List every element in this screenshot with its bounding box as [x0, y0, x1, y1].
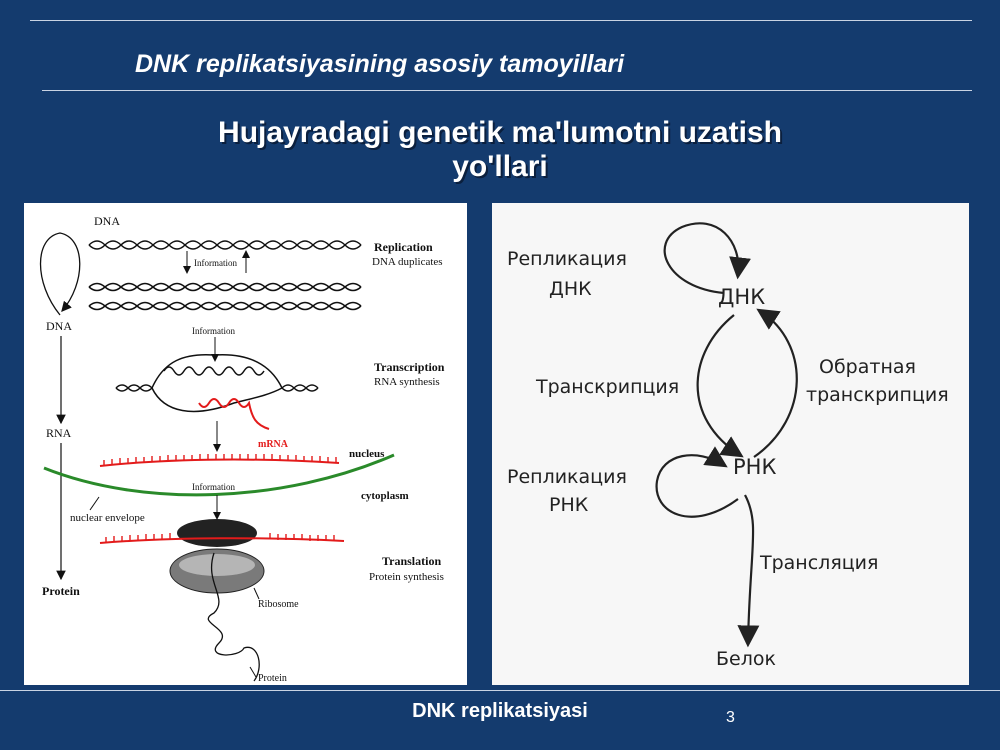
protein-pointer	[249, 666, 257, 678]
protein-chain	[207, 552, 260, 682]
side-label-protein: Protein	[42, 584, 80, 598]
replication-title: Replication	[374, 240, 433, 254]
information-label-3: Information	[192, 482, 235, 492]
rna-replication-loop	[655, 446, 739, 518]
mrna-strand-transcribing	[198, 398, 270, 430]
replication-dna-label-1: Репликация	[507, 248, 627, 270]
nucleus-label: nucleus	[349, 448, 385, 460]
dna-top-label: DNA	[94, 214, 120, 228]
information-label-2: Information	[192, 326, 235, 336]
central-dogma-diagram-en-svg: DNA RNA Protein DNA Information Replicat…	[40, 214, 445, 684]
subtitle-rule	[42, 90, 972, 91]
central-dogma-diagram-ru-svg: Репликация ДНК ДНК Транскрипция Обратная…	[507, 222, 949, 670]
transcription-arrow	[696, 314, 744, 458]
central-dogma-diagram-ru: Репликация ДНК ДНК Транскрипция Обратная…	[492, 203, 969, 685]
transcription-title: Transcription	[374, 360, 445, 374]
slide-title-line-2: yo'llari	[452, 150, 548, 183]
footer-rule	[0, 690, 1000, 691]
translation-subtitle: Protein synthesis	[369, 571, 444, 583]
cytoplasm-label: cytoplasm	[361, 490, 409, 502]
footer-title: DNK replikatsiyasi	[412, 700, 588, 722]
rna-node-label: РНК	[733, 455, 776, 479]
transcription-label: Транскрипция	[535, 376, 679, 398]
replication-dna-label-2: ДНК	[549, 278, 592, 300]
reverse-transcription-arrow	[753, 308, 798, 458]
page-number: 3	[726, 709, 735, 726]
side-replication-loop	[40, 232, 81, 316]
reverse-transcription-label-2: транскрипция	[806, 384, 949, 406]
replication-subtitle: DNA duplicates	[372, 256, 443, 268]
ribosome-pointer	[253, 587, 260, 600]
translation-arrow	[737, 494, 760, 648]
dna-daughter-helix-1	[88, 282, 362, 292]
mrna-nucleus	[99, 454, 340, 467]
translation-label: Трансляция	[759, 552, 878, 574]
ribosome-large-subunit	[177, 519, 257, 547]
slide-subtitle: DNK replikatsiyasining asosiy tamoyillar…	[135, 50, 625, 78]
information-label-1: Information	[194, 258, 237, 268]
dna-parent-helix	[88, 240, 362, 250]
dna-replication-loop	[663, 222, 751, 295]
mrna-translating	[99, 533, 345, 544]
slide-title-line-1: Hujayradagi genetik ma'lumotni uzatish	[218, 116, 782, 149]
dna-daughter-helix-2	[88, 301, 362, 311]
ribosome-label: Ribosome	[258, 599, 299, 610]
mrna-label: mRNA	[258, 439, 289, 450]
slide-title: Hujayradagi genetik ma'lumotni uzatish y…	[0, 116, 1000, 184]
side-label-dna: DNA	[46, 319, 72, 333]
transcription-subtitle: RNA synthesis	[374, 376, 440, 388]
side-label-rna: RNA	[46, 426, 72, 440]
nuclear-envelope-pointer	[89, 496, 100, 511]
dna-node-label: ДНК	[718, 285, 765, 309]
protein-bottom-label: Protein	[258, 673, 287, 684]
transcription-bubble	[115, 353, 319, 413]
central-dogma-diagram-en: DNA RNA Protein DNA Information Replicat…	[24, 203, 467, 685]
top-rule	[30, 20, 972, 21]
protein-node-label: Белок	[716, 648, 776, 670]
ribosome-small-subunit-highlight	[179, 554, 255, 576]
replication-rna-label-1: Репликация	[507, 466, 627, 488]
reverse-transcription-label-1: Обратная	[819, 356, 916, 378]
translation-title: Translation	[382, 554, 441, 568]
replication-rna-label-2: РНК	[549, 494, 589, 516]
nuclear-envelope-label: nuclear envelope	[70, 512, 145, 524]
nuclear-envelope	[43, 453, 395, 497]
